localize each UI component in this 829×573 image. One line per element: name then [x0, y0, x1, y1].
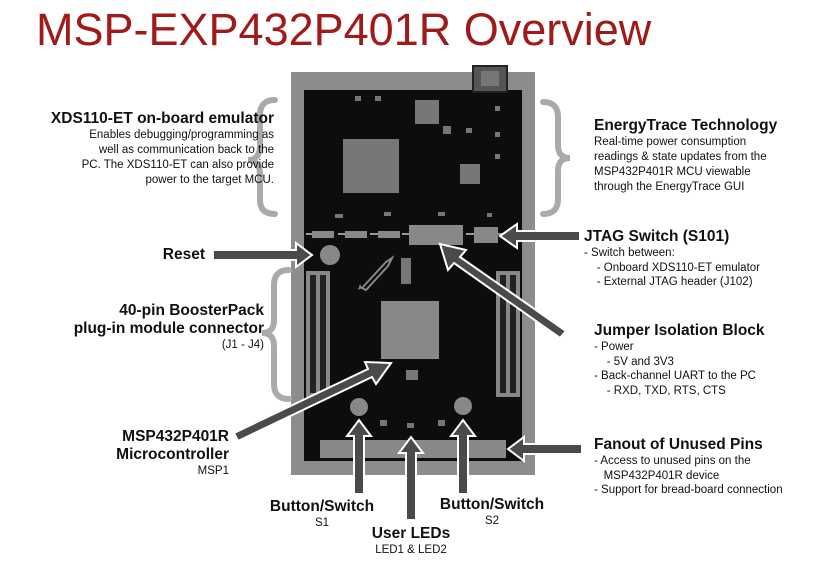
fanout-line-2: MSP432P401R device — [594, 469, 720, 482]
arrow-jumper — [438, 242, 568, 340]
jtag-line-3: - External JTAG header (J102) — [584, 276, 753, 288]
jtag-switch — [474, 227, 498, 243]
arrow-leds — [397, 435, 425, 521]
jumper-heading: Jumper Isolation Block — [594, 322, 765, 339]
header-left — [306, 271, 330, 397]
mcu-sub: MSP1 — [197, 465, 229, 477]
fanout-line-1: - Access to unused pins on the — [594, 455, 751, 467]
button-s1-sub: S1 — [314, 517, 330, 529]
button-s1 — [350, 398, 368, 416]
jumper-block — [409, 225, 463, 245]
jtag-line-1: - Switch between: — [584, 247, 675, 259]
brace-emulator — [247, 97, 278, 217]
jumper-line-2: - 5V and 3V3 — [594, 355, 674, 368]
button-s2 — [454, 397, 472, 415]
mcu-chip — [381, 301, 439, 359]
mcu-heading-2: Microcontroller — [116, 446, 229, 463]
emulator-line-2: well as communication back to the — [98, 144, 274, 156]
mcu-heading-1: MSP432P401R — [122, 428, 229, 445]
jtag-callout: JTAG Switch (S101) - Switch between: - O… — [584, 228, 760, 290]
boosterpack-heading-1: 40-pin BoosterPack — [119, 302, 264, 319]
button-s1-heading: Button/Switch — [269, 498, 375, 515]
energytrace-heading: EnergyTrace Technology — [594, 117, 778, 134]
leds-heading: User LEDs — [371, 525, 451, 542]
boosterpack-heading-2: plug-in module connector — [73, 320, 264, 337]
reset-button — [320, 245, 340, 265]
energytrace-line-1: Real-time power consumption — [594, 136, 747, 148]
emulator-chip — [343, 139, 399, 193]
fanout-heading: Fanout of Unused Pins — [594, 436, 763, 453]
jumper-line-1: - Power — [594, 341, 634, 353]
fanout-line-3: - Support for bread-board connection — [594, 484, 783, 496]
energytrace-line-4: through the EnergyTrace GUI — [594, 181, 745, 193]
arrow-reset — [212, 241, 314, 269]
emulator-line-1: Enables debugging/programming as — [89, 129, 274, 141]
jumper-line-3: - Back-channel UART to the PC — [594, 370, 756, 382]
button-s1-callout: Button/Switch S1 — [262, 498, 382, 531]
button-s2-callout: Button/Switch S2 — [430, 496, 554, 529]
mcu-callout: MSP432P401R Microcontroller MSP1 — [116, 428, 229, 479]
arrow-s2 — [449, 418, 477, 495]
arrow-mcu — [232, 360, 393, 443]
button-s2-heading: Button/Switch — [439, 496, 545, 513]
jtag-line-2: - Onboard XDS110-ET emulator — [584, 261, 760, 274]
emulator-line-3: PC. The XDS110-ET can also provide — [81, 159, 274, 171]
emulator-heading: XDS110-ET on-board emulator — [50, 110, 274, 127]
button-s2-sub: S2 — [484, 515, 500, 527]
jumper-callout: Jumper Isolation Block - Power - 5V and … — [594, 322, 765, 398]
jtag-heading: JTAG Switch (S101) — [584, 228, 730, 245]
board-pcb — [304, 90, 522, 461]
boosterpack-callout: 40-pin BoosterPack plug-in module connec… — [74, 302, 264, 353]
leds-callout: User LEDs LED1 & LED2 — [355, 525, 467, 558]
arrow-fanout — [506, 435, 583, 463]
jumper-line-4: - RXD, TXD, RTS, CTS — [594, 384, 726, 397]
boosterpack-sub: (J1 - J4) — [221, 339, 264, 351]
energytrace-callout: EnergyTrace Technology Real-time power c… — [594, 117, 777, 195]
brace-boosterpack — [261, 267, 292, 402]
arrow-jtag — [498, 222, 581, 250]
reset-label: Reset — [162, 246, 205, 263]
page-title: MSP-EXP432P401R Overview — [36, 4, 652, 55]
fanout-callout: Fanout of Unused Pins - Access to unused… — [594, 436, 783, 498]
energytrace-line-2: readings & state updates from the — [594, 151, 767, 163]
emulator-callout: XDS110-ET on-board emulator Enables debu… — [51, 110, 274, 188]
leds-sub: LED1 & LED2 — [375, 544, 447, 556]
energytrace-line-3: MSP432P401R MCU viewable — [594, 166, 751, 178]
usb-connector — [472, 65, 508, 93]
brace-energytrace — [540, 99, 571, 217]
arrow-s1 — [345, 418, 373, 495]
emulator-line-4: power to the target MCU. — [145, 174, 274, 186]
